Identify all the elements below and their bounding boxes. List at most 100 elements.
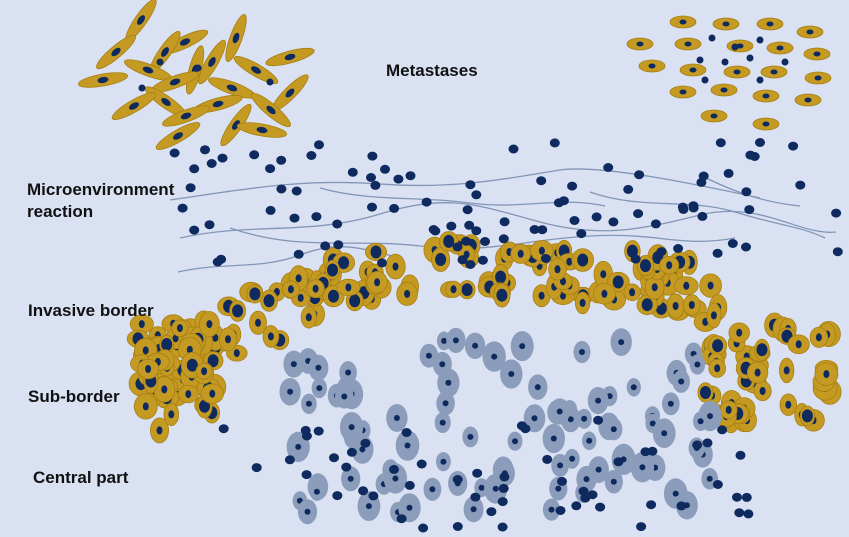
immune-cell: [405, 171, 416, 181]
spindle-cell: [236, 122, 288, 138]
tumor-nucleus: [679, 19, 687, 25]
central-nucleus: [583, 476, 590, 483]
tumor-nucleus: [714, 364, 721, 373]
immune-cell: [418, 523, 429, 533]
central-nucleus: [678, 378, 685, 385]
central-nucleus: [548, 506, 555, 513]
central-nucleus: [392, 475, 399, 482]
tumor-nucleus: [672, 302, 679, 310]
central-nucleus: [508, 371, 515, 377]
central-nucleus: [586, 437, 593, 444]
tumor-nucleus: [636, 41, 644, 47]
tumor-nucleus: [255, 318, 261, 327]
tumor-nucleus: [783, 366, 790, 375]
immune-cell: [498, 234, 509, 244]
immune-cell: [206, 159, 217, 168]
central-nucleus: [595, 397, 602, 404]
tumor-nucleus: [450, 285, 457, 294]
stroma-fiber: [589, 191, 826, 239]
immune-cell: [580, 493, 591, 503]
immune-cell: [185, 183, 196, 193]
immune-cell: [333, 240, 344, 250]
central-nucleus: [442, 400, 449, 407]
immune-cell: [727, 239, 738, 248]
immune-cell: [320, 241, 331, 251]
immune-cell: [734, 508, 745, 518]
immune-cell: [194, 64, 202, 72]
immune-cell: [200, 145, 210, 155]
immune-cell: [520, 424, 531, 434]
central-nucleus: [557, 462, 564, 469]
immune-cell: [169, 148, 180, 158]
central-nucleus: [694, 361, 701, 368]
immune-cell: [656, 247, 667, 257]
central-nucleus: [531, 415, 538, 422]
immune-cell: [795, 180, 806, 190]
tumor-nucleus: [766, 21, 774, 27]
tumor-nucleus: [461, 283, 473, 297]
tumor-nucleus: [722, 21, 730, 27]
immune-cell: [306, 151, 317, 160]
immune-cell: [472, 468, 483, 478]
central-nucleus: [567, 416, 574, 423]
tumor-nucleus: [804, 97, 812, 103]
tumor-nucleus: [176, 324, 183, 333]
tumor-nucleus: [689, 67, 697, 73]
immune-cell: [217, 153, 228, 163]
immune-cell: [457, 255, 468, 265]
immune-cell: [366, 173, 376, 182]
immune-cell: [499, 217, 510, 227]
central-nucleus: [581, 415, 588, 422]
immune-cell: [540, 254, 551, 263]
central-nucleus: [472, 342, 479, 349]
immune-cell: [831, 208, 842, 218]
tumor-nucleus: [186, 358, 198, 372]
tumor-nucleus: [225, 335, 231, 344]
tumor-nucleus: [785, 400, 792, 409]
central-nucleus: [661, 430, 668, 437]
central-nucleus: [491, 353, 498, 360]
stroma-fiber: [169, 168, 761, 201]
immune-cell: [311, 212, 322, 222]
tumor-nucleus: [710, 113, 718, 119]
tumor-nucleus: [626, 244, 638, 258]
tumor-nucleus: [679, 89, 687, 95]
tumor-nucleus: [754, 368, 761, 377]
immune-cell: [576, 229, 587, 239]
immune-cell: [293, 249, 304, 259]
immune-cell: [688, 201, 699, 211]
immune-cell: [380, 164, 390, 174]
tumor-nucleus: [267, 332, 274, 341]
immune-cell: [465, 180, 476, 190]
immune-cell: [673, 244, 684, 253]
immune-cell: [358, 486, 369, 496]
central-nucleus: [445, 379, 452, 386]
tumor-nucleus: [161, 338, 173, 351]
central-nucleus: [478, 484, 485, 491]
immune-cell: [721, 58, 729, 66]
central-nucleus: [595, 466, 602, 473]
immune-cell: [708, 34, 716, 42]
central-nucleus: [290, 361, 297, 368]
immune-cell: [177, 203, 188, 213]
immune-cell: [314, 140, 324, 150]
spindle-cell: [265, 47, 315, 67]
tumor-nucleus: [579, 298, 586, 307]
immune-cell: [743, 509, 754, 519]
tumor-nucleus: [443, 234, 455, 248]
immune-cell: [555, 506, 566, 515]
immune-cell: [542, 454, 553, 464]
central-nucleus: [404, 442, 411, 449]
immune-cell: [370, 180, 381, 190]
immune-cell: [276, 184, 287, 194]
immune-cell: [393, 174, 404, 184]
tumor-nucleus: [233, 349, 240, 358]
central-nucleus: [305, 400, 312, 407]
immune-cell: [346, 447, 357, 457]
label-invasive-border: Invasive border: [28, 301, 154, 320]
label-microenvironment-line1: Microenvironment: [27, 180, 175, 199]
spindle-cell: [77, 72, 129, 88]
tumor-nucleus: [328, 289, 339, 303]
central-nucleus: [439, 361, 446, 368]
immune-cell: [640, 447, 651, 457]
